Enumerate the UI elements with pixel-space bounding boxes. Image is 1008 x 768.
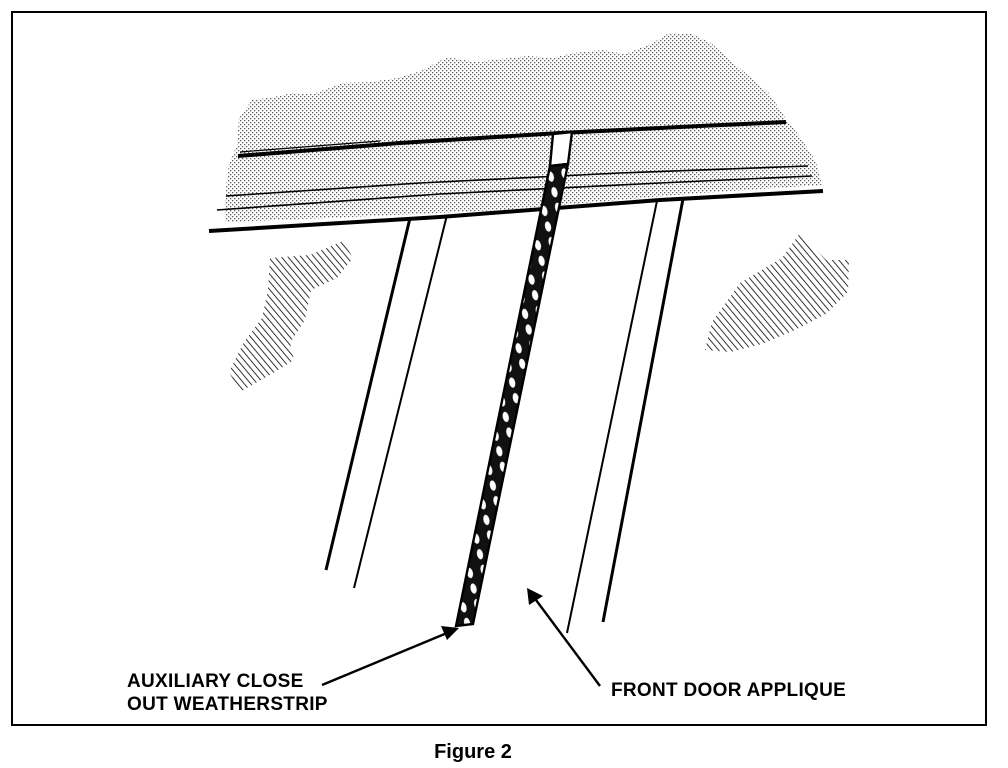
auxiliary-weatherstrip	[454, 162, 570, 628]
pillar-left-outer	[324, 217, 412, 571]
shading-right	[705, 233, 849, 352]
pillar-right-inner	[566, 200, 658, 634]
pillar-left-inner	[353, 214, 448, 589]
figure-caption: Figure 2	[0, 740, 1008, 764]
weatherstrip-callout: AUXILIARY CLOSE OUT WEATHERSTRIP	[127, 670, 328, 716]
roof-rail-upper-inner	[239, 140, 381, 153]
arrow-applique	[527, 588, 601, 687]
figure-caption-text: Figure 2	[434, 741, 512, 763]
applique-callout: FRONT DOOR APPLIQUE	[611, 680, 847, 701]
weatherstrip-top-joint	[548, 130, 574, 168]
pillar-right-outer	[601, 198, 685, 623]
weatherstrip-callout-line-2: OUT WEATHERSTRIP	[127, 694, 328, 715]
weatherstrip-callout-line-1: AUXILIARY CLOSE	[127, 671, 304, 692]
shading-left	[229, 241, 353, 392]
arrow-weatherstrip	[321, 626, 459, 687]
roof-stipple	[225, 33, 822, 222]
figure-border	[11, 11, 987, 726]
roof-rail-seam-1	[225, 165, 809, 197]
